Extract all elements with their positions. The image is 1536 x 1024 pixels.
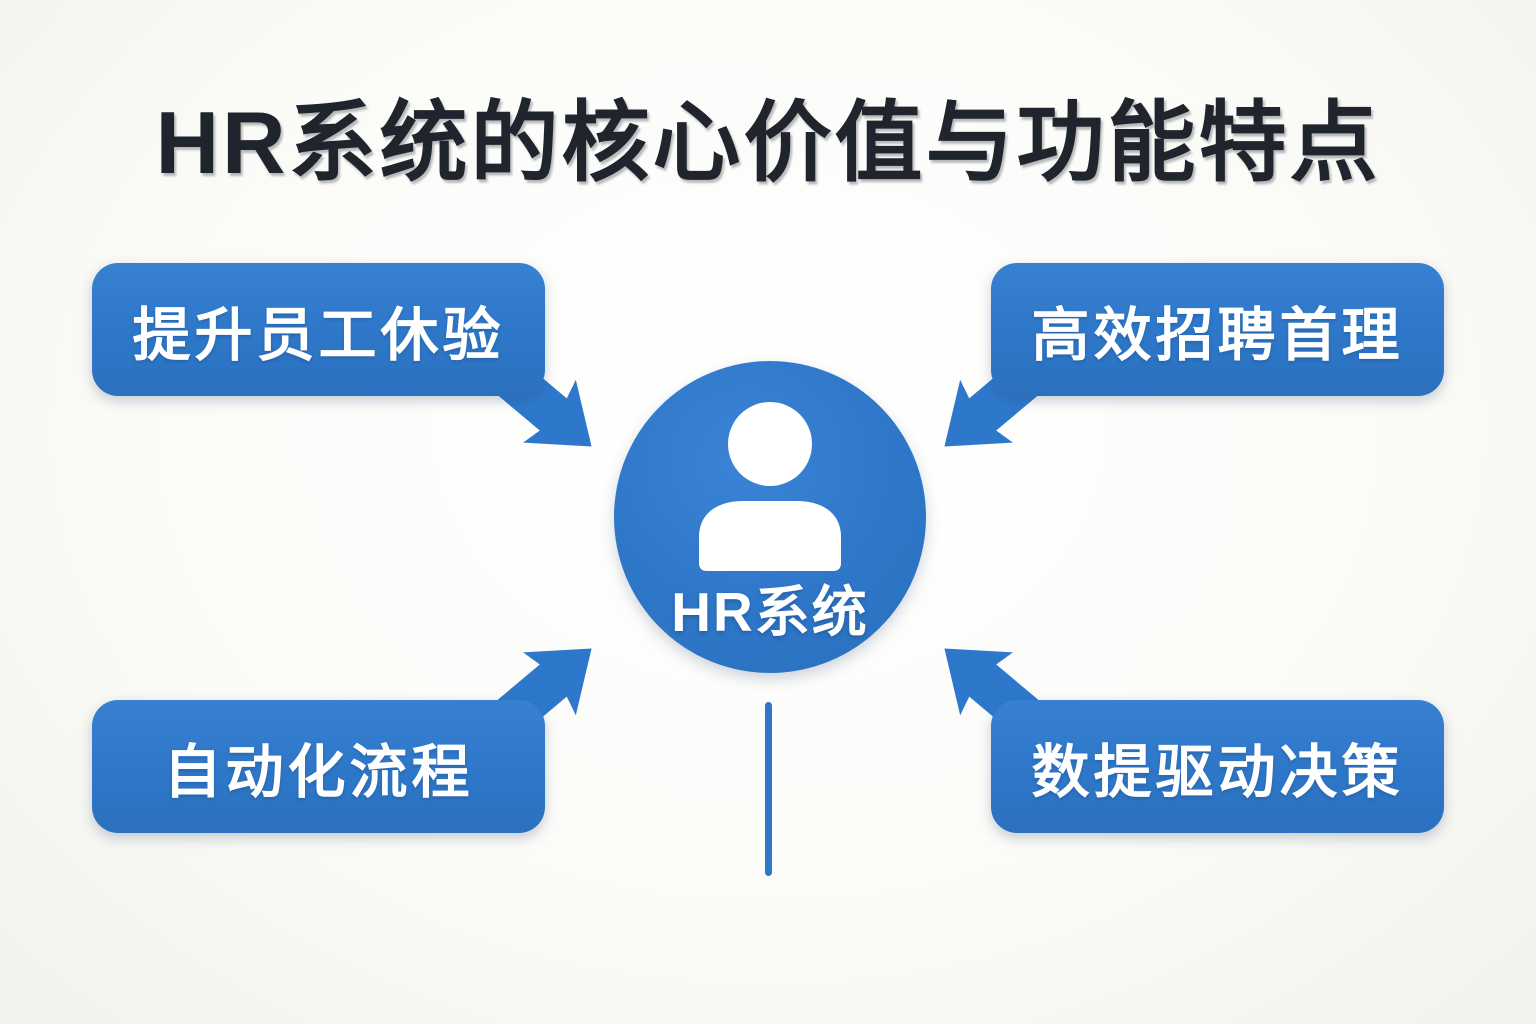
node-top-right: 高效招聘首理: [991, 263, 1444, 396]
page-title: HR系统的核心价值与功能特点: [155, 93, 1381, 192]
node-bottom-right: 数提驱动决策: [991, 700, 1444, 833]
node-bottom-left: 自动化流程: [92, 700, 545, 833]
node-label: 提升员工休验: [132, 302, 505, 368]
center-stem-line: [765, 702, 772, 876]
hr-system-node: HR系统: [614, 361, 926, 673]
node-label: 高效招聘首理: [1031, 302, 1404, 368]
node-top-left: 提升员工休验: [92, 263, 545, 396]
node-label: 自动化流程: [163, 739, 474, 805]
person-icon: [699, 402, 841, 571]
center-node-label: HR系统: [671, 581, 869, 643]
node-label: 数提驱动决策: [1031, 739, 1404, 805]
